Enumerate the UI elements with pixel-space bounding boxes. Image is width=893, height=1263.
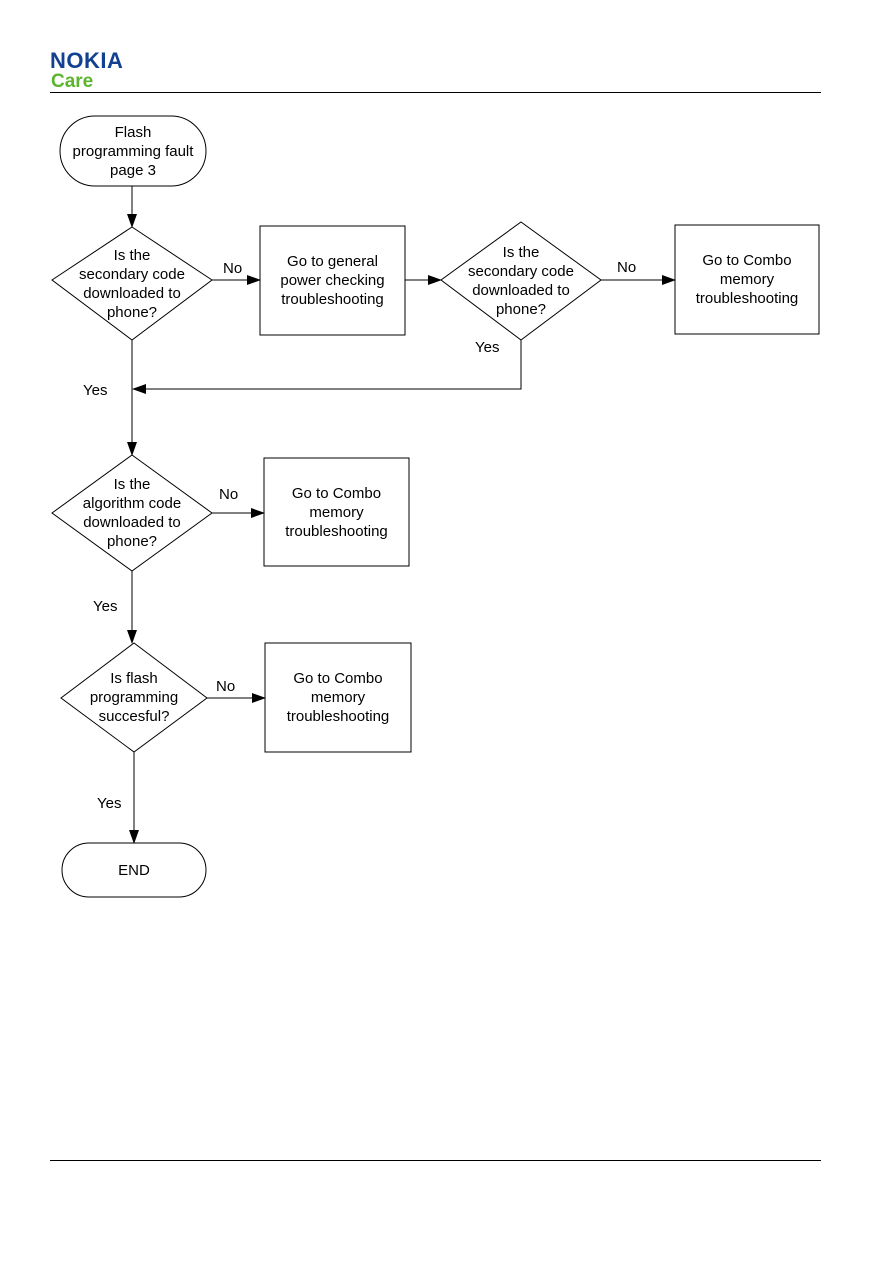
flowchart: Flash programming fault page 3 Is the se… (50, 110, 821, 910)
header-rule (50, 92, 821, 93)
process-power-checking (259, 225, 406, 336)
end-terminator-label: END (118, 861, 150, 879)
edge-label-q4-no: No (216, 678, 236, 695)
logo-brand-text: NOKIA (50, 48, 124, 73)
process-combo-memory-1-label: Go to Combo memory troubleshooting (695, 252, 799, 307)
decision-algorithm-code-label: Is the algorithm code downloaded to phon… (82, 476, 182, 550)
process-combo-memory-3 (264, 642, 412, 753)
process-combo-memory-2-label: Go to Combo memory troubleshooting (285, 484, 388, 540)
decision-flash-successful-label: Is flash programming succesful? (89, 670, 179, 725)
decision-secondary-code-2-label: Is the secondary code downloaded to phon… (468, 244, 574, 318)
edge-label-q1-no: No (223, 260, 243, 277)
process-power-checking-label: Go to general power checking troubleshoo… (280, 253, 385, 308)
arrow-q2-yes (132, 340, 522, 394)
edge-label-q3-no: No (219, 486, 239, 503)
process-combo-memory-3-label: Go to Combo memory troubleshooting (286, 670, 390, 725)
edge-label-q1-yes: Yes (83, 382, 108, 399)
process-combo-memory-1 (674, 224, 820, 335)
process-combo-memory-2 (263, 457, 410, 567)
edge-label-q2-yes: Yes (475, 339, 500, 356)
flowchart-canvas (51, 115, 820, 898)
decision-secondary-code-1-label: Is the secondary code downloaded to phon… (79, 246, 185, 321)
start-terminator-label: Flash programming fault page 3 (72, 123, 194, 179)
edge-label-q3-yes: Yes (93, 598, 118, 615)
footer-rule (50, 1160, 821, 1161)
edge-label-q2-no: No (617, 259, 637, 276)
logo-sub-brand-text: Care (51, 71, 94, 92)
edge-label-q4-yes: Yes (97, 795, 122, 812)
start-terminator (59, 115, 207, 187)
